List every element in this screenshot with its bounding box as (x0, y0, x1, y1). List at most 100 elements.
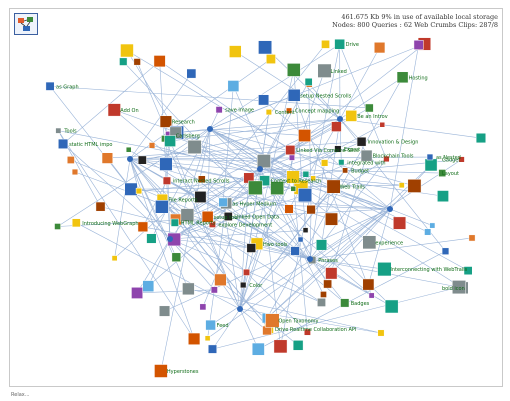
graph-node-thumbnail[interactable] (142, 280, 155, 292)
graph-node-thumbnail[interactable] (356, 136, 367, 147)
graph-node-thumbnail[interactable] (379, 121, 386, 128)
graph-node-thumbnail[interactable] (95, 201, 106, 212)
graph-node-thumbnail[interactable] (290, 186, 297, 192)
graph-node-thumbnail[interactable] (321, 39, 330, 49)
graph-node-thumbnail[interactable] (458, 156, 465, 163)
graph-node-thumbnail[interactable] (251, 342, 265, 356)
graph-node-thumbnail[interactable] (396, 71, 409, 84)
graph-node-thumbnail[interactable] (240, 281, 247, 289)
graph-node-thumbnail[interactable] (148, 142, 156, 149)
graph-node-thumbnail[interactable] (135, 187, 143, 195)
graph-node-thumbnail[interactable] (342, 167, 348, 174)
graph-node-thumbnail[interactable] (71, 168, 79, 176)
graph-node-thumbnail[interactable] (383, 155, 390, 163)
graph-node-thumbnail[interactable] (362, 278, 375, 291)
graph-node-thumbnail[interactable] (374, 42, 386, 54)
graph-node-thumbnail[interactable] (120, 43, 134, 58)
graph-node-thumbnail[interactable] (227, 80, 240, 92)
graph-node-thumbnail[interactable] (125, 146, 132, 153)
graph-hub-node[interactable] (337, 116, 343, 122)
graph-hub-node[interactable] (237, 306, 243, 312)
graph-node-thumbnail[interactable] (197, 175, 206, 184)
graph-node-thumbnail[interactable] (303, 328, 311, 336)
graph-node-thumbnail[interactable] (111, 255, 118, 262)
graph-node-thumbnail[interactable] (310, 175, 316, 181)
graph-node-thumbnail[interactable] (55, 127, 62, 134)
graph-node-thumbnail[interactable] (365, 103, 374, 113)
graph-hub-node[interactable] (387, 206, 393, 212)
graph-node-thumbnail[interactable] (187, 139, 202, 154)
graph-node-thumbnail[interactable] (207, 344, 217, 354)
graph-hub-node[interactable] (307, 256, 313, 262)
graph-node-thumbnail[interactable] (298, 129, 311, 142)
graph-node-thumbnail[interactable] (154, 364, 168, 378)
graph-node-thumbnail[interactable] (243, 268, 250, 276)
graph-node-thumbnail[interactable] (182, 282, 195, 296)
graph-node-thumbnail[interactable] (320, 291, 327, 298)
graph-node-thumbnail[interactable] (171, 252, 182, 262)
graph-node-thumbnail[interactable] (199, 303, 207, 311)
graph-node-thumbnail[interactable] (137, 155, 147, 165)
graph-node-thumbnail[interactable] (413, 40, 424, 50)
graph-node-thumbnail[interactable] (325, 212, 338, 226)
graph-node-thumbnail[interactable] (180, 208, 195, 222)
graph-node-thumbnail[interactable] (340, 298, 350, 308)
graph-node-thumbnail[interactable] (258, 40, 273, 55)
graph-node-thumbnail[interactable] (159, 305, 171, 317)
graph-node-thumbnail[interactable] (317, 63, 332, 78)
graph-node-thumbnail[interactable] (398, 182, 405, 189)
graph-node-thumbnail[interactable] (286, 170, 300, 184)
graph-node-thumbnail[interactable] (287, 63, 301, 77)
graph-node-thumbnail[interactable] (334, 38, 345, 50)
graph-node-thumbnail[interactable] (298, 188, 313, 203)
graph-node-thumbnail[interactable] (284, 204, 294, 214)
graph-node-thumbnail[interactable] (223, 212, 233, 221)
graph-node-thumbnail[interactable] (159, 157, 173, 171)
graph-node-thumbnail[interactable] (101, 152, 114, 164)
graph-hub-node[interactable] (257, 166, 263, 172)
graph-node-thumbnail[interactable] (204, 335, 211, 342)
graph-node-thumbnail[interactable] (248, 180, 263, 195)
graph-node-thumbnail[interactable] (321, 159, 329, 167)
graph-node-thumbnail[interactable] (302, 227, 309, 233)
graph-hub-node[interactable] (207, 126, 213, 132)
graph-node-thumbnail[interactable] (164, 135, 176, 147)
graph-node-thumbnail[interactable] (317, 298, 326, 307)
graph-node-thumbnail[interactable] (124, 182, 138, 196)
graph-node-thumbnail[interactable] (66, 156, 75, 164)
graph-node-thumbnail[interactable] (155, 200, 169, 214)
graph-node-thumbnail[interactable] (362, 235, 377, 250)
app-logo-icon[interactable] (14, 13, 38, 35)
graph-node-thumbnail[interactable] (302, 170, 310, 178)
graph-node-thumbnail[interactable] (393, 216, 407, 230)
graph-node-thumbnail[interactable] (384, 299, 399, 314)
graph-node-thumbnail[interactable] (297, 236, 304, 243)
graph-node-thumbnail[interactable] (441, 247, 450, 255)
graph-node-thumbnail[interactable] (323, 279, 332, 289)
graph-node-thumbnail[interactable] (258, 94, 270, 106)
graph-node-thumbnail[interactable] (265, 109, 272, 116)
graph-node-thumbnail[interactable] (186, 68, 197, 79)
graph-node-thumbnail[interactable] (188, 332, 201, 345)
graph-node-thumbnail[interactable] (201, 210, 214, 223)
graph-node-thumbnail[interactable] (407, 179, 422, 193)
graph-node-thumbnail[interactable] (438, 169, 447, 177)
graph-hub-node[interactable] (167, 236, 173, 242)
graph-node-thumbnail[interactable] (285, 145, 296, 156)
graph-node-thumbnail[interactable] (194, 191, 207, 203)
graph-node-thumbnail[interactable] (266, 54, 276, 64)
graph-node-thumbnail[interactable] (429, 222, 436, 229)
graph-node-thumbnail[interactable] (54, 223, 61, 230)
graph-node-thumbnail[interactable] (368, 292, 375, 299)
graph-node-thumbnail[interactable] (360, 149, 373, 162)
graph-node-thumbnail[interactable] (334, 145, 342, 153)
graph-node-thumbnail[interactable] (45, 81, 55, 91)
graph-nodes[interactable] (45, 37, 487, 378)
graph-node-thumbnail[interactable] (256, 154, 271, 169)
graph-node-thumbnail[interactable] (210, 286, 218, 294)
graph-node-thumbnail[interactable] (338, 159, 345, 166)
graph-node-thumbnail[interactable] (58, 138, 69, 149)
graph-node-thumbnail[interactable] (218, 197, 228, 207)
graph-node-thumbnail[interactable] (214, 273, 227, 286)
